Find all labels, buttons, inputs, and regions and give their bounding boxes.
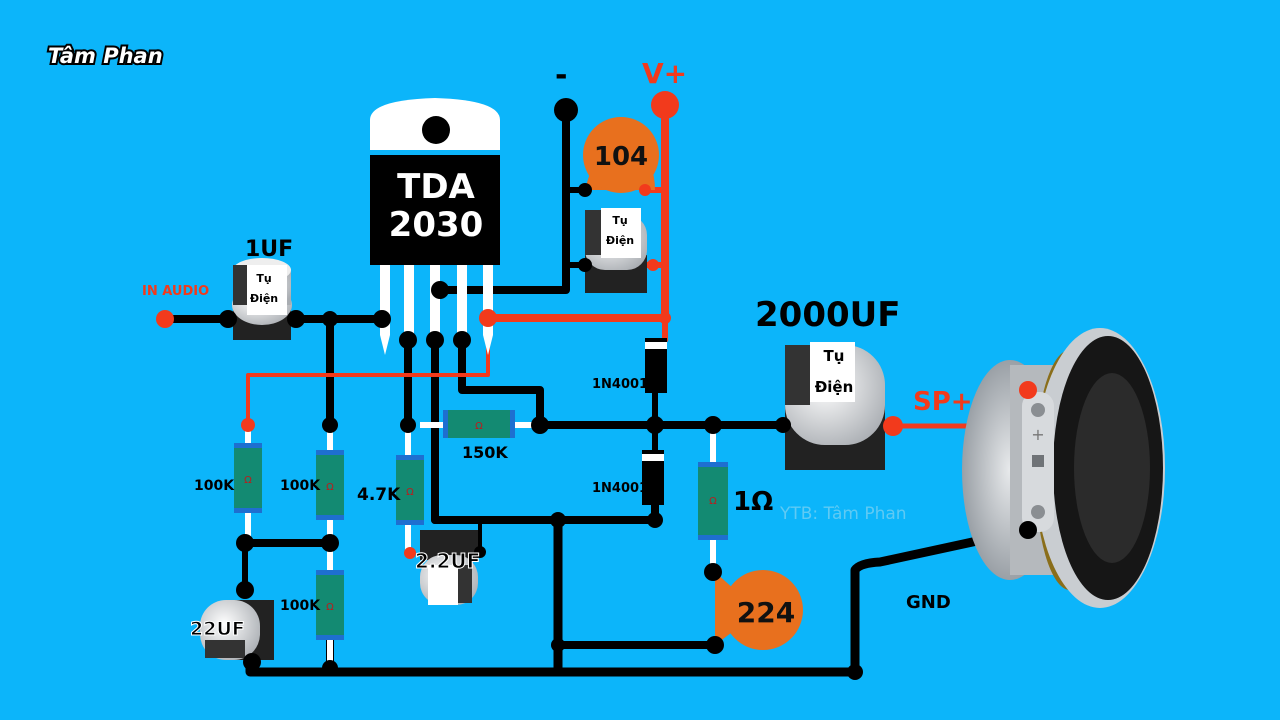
positive-label: V+: [642, 57, 687, 90]
cap-2000uf-value: 2000UF: [755, 295, 900, 335]
positive-terminal: [651, 91, 679, 119]
cap-body-label: Tụ: [612, 214, 627, 227]
ic-label-line2: 2030: [389, 205, 484, 245]
speaker-positive-label: SP+: [913, 387, 973, 417]
ohm-icon: Ω: [244, 475, 252, 486]
cap-2-2uf-value: 2.2UF: [415, 549, 480, 573]
resistor-1-ohm-label: 1Ω: [733, 487, 773, 517]
tda2030-ic[interactable]: TDA 2030: [370, 98, 500, 355]
watermark: Tâm Phan: [48, 44, 163, 68]
cap-22uf-value: 22UF: [190, 618, 245, 640]
junction-dots: [219, 98, 1037, 680]
channel-watermark: YTB: Tâm Phan: [779, 504, 907, 524]
ic-pins: [380, 265, 493, 355]
ohm-icon: Ω: [475, 421, 483, 432]
resistor-150k[interactable]: Ω: [443, 410, 515, 438]
electrolytic-capacitor-2000uf[interactable]: Tụ Điện: [785, 342, 885, 470]
input-label: IN AUDIO: [142, 284, 209, 299]
ohm-icon: Ω: [406, 487, 414, 498]
ic-mount-hole: [422, 116, 450, 144]
ceramic-capacitor-104[interactable]: 104: [583, 117, 659, 193]
resistor-4-7k-label: 4.7K: [357, 485, 401, 505]
labels: Tâm Phan - V+ IN AUDIO 1UF 2000UF 1N4001…: [46, 42, 973, 641]
cap-104-value: 104: [594, 142, 648, 172]
speaker-ground-terminal: [1019, 521, 1037, 539]
resistors: Ω Ω Ω Ω Ω Ω: [234, 410, 728, 640]
resistor-4-7k[interactable]: Ω: [396, 455, 424, 525]
wire-ground-rail: [245, 525, 1033, 677]
resistor-150k-label: 150K: [462, 443, 508, 462]
electrolytic-capacitor-1uf[interactable]: Tụ Điện: [232, 258, 292, 340]
ohm-icon: Ω: [326, 602, 334, 613]
diode-cathode-band: [645, 342, 667, 349]
cap-body-label: Tụ: [256, 272, 271, 285]
cap-1uf-value: 1UF: [245, 237, 293, 262]
ground-label: GND: [906, 592, 951, 613]
positive-dots: [156, 91, 1037, 559]
resistor-100k-2[interactable]: Ω: [316, 450, 344, 520]
diode-upper-label: 1N4001: [592, 377, 648, 392]
ohm-icon: Ω: [326, 482, 334, 493]
diode-1n4001-lower[interactable]: [642, 450, 664, 505]
ceramic-capacitor-224[interactable]: 224: [715, 570, 803, 650]
resistor-100k-3[interactable]: Ω: [316, 570, 344, 640]
negative-label: -: [555, 58, 567, 93]
speaker[interactable]: +: [962, 328, 1165, 608]
speaker-positive-terminal: [1019, 381, 1037, 399]
cap-body-label: Điện: [606, 234, 634, 247]
electrolytic-capacitor-22uf[interactable]: [200, 600, 274, 660]
diode-1n4001-upper[interactable]: [645, 338, 667, 393]
resistor-100k-2-label: 100K: [280, 478, 321, 494]
cap-body-label: Điện: [250, 292, 278, 305]
cap-body-label: Tụ: [824, 347, 845, 365]
wire-negative-rail: [436, 106, 570, 294]
ic-label-line1: TDA: [397, 167, 475, 207]
input-terminal: [156, 310, 174, 328]
cap-224-value: 224: [737, 596, 795, 629]
cap-body-label: Điện: [815, 378, 854, 396]
ohm-icon: Ω: [709, 496, 717, 507]
negative-terminal: [554, 98, 578, 122]
resistor-100k-1-label: 100K: [194, 478, 235, 494]
diode-lower-label: 1N4001: [592, 481, 648, 496]
electrolytic-capacitor-supply[interactable]: Tụ Điện: [585, 208, 647, 293]
resistor-1-ohm[interactable]: Ω: [698, 462, 728, 540]
resistor-100k-3-label: 100K: [280, 598, 321, 614]
electrolytic-capacitor-2-2uf[interactable]: [420, 530, 478, 605]
speaker-plus-mark: +: [1031, 425, 1044, 444]
resistor-100k-1[interactable]: Ω: [234, 443, 262, 513]
diode-cathode-band: [642, 454, 664, 461]
